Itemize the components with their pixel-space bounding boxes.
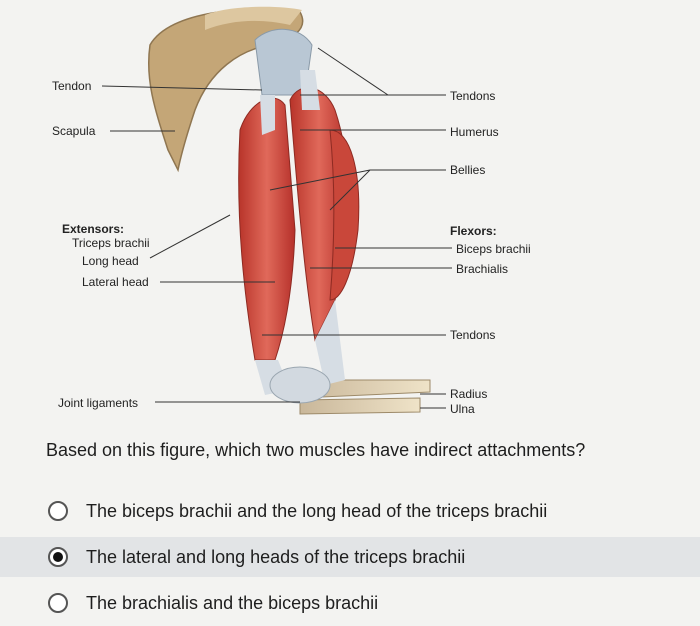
label-tendons-bottom: Tendons: [450, 328, 496, 342]
label-flexors: Flexors:: [450, 224, 497, 238]
answer-option-2[interactable]: The lateral and long heads of the tricep…: [0, 537, 700, 577]
label-bellies: Bellies: [450, 163, 486, 177]
answer-option-label: The lateral and long heads of the tricep…: [86, 546, 466, 567]
label-triceps: Triceps brachii: [72, 236, 150, 250]
radio-button-selected[interactable]: [48, 547, 68, 567]
answer-option-label: The brachialis and the biceps brachii: [86, 592, 379, 613]
radio-dot: [53, 552, 63, 562]
radio-button[interactable]: [48, 501, 68, 521]
answer-option-1[interactable]: The biceps brachii and the long head of …: [0, 491, 700, 531]
arm-anatomy-figure: Tendon Scapula Extensors: Triceps brachi…: [52, 6, 531, 416]
radio-button[interactable]: [48, 593, 68, 613]
label-extensors: Extensors:: [62, 222, 125, 236]
label-brachialis: Brachialis: [456, 262, 509, 276]
label-scapula: Scapula: [52, 124, 96, 138]
leader-lines: [101, 47, 452, 409]
label-humerus: Humerus: [450, 125, 499, 139]
arm-illustration: [101, 6, 452, 415]
question-text: Based on this figure, which two muscles …: [46, 440, 586, 460]
label-ulna: Ulna: [450, 402, 475, 416]
label-tendons-top: Tendons: [450, 89, 496, 103]
label-joint-ligaments: Joint ligaments: [58, 396, 139, 410]
label-long-head: Long head: [82, 254, 139, 268]
label-tendon: Tendon: [52, 79, 92, 93]
answer-option-label: The biceps brachii and the long head of …: [86, 500, 548, 521]
label-lateral-head: Lateral head: [82, 275, 149, 289]
answer-option-3[interactable]: The brachialis and the biceps brachii: [0, 583, 700, 623]
label-biceps: Biceps brachii: [456, 242, 531, 256]
label-radius: Radius: [450, 387, 488, 401]
